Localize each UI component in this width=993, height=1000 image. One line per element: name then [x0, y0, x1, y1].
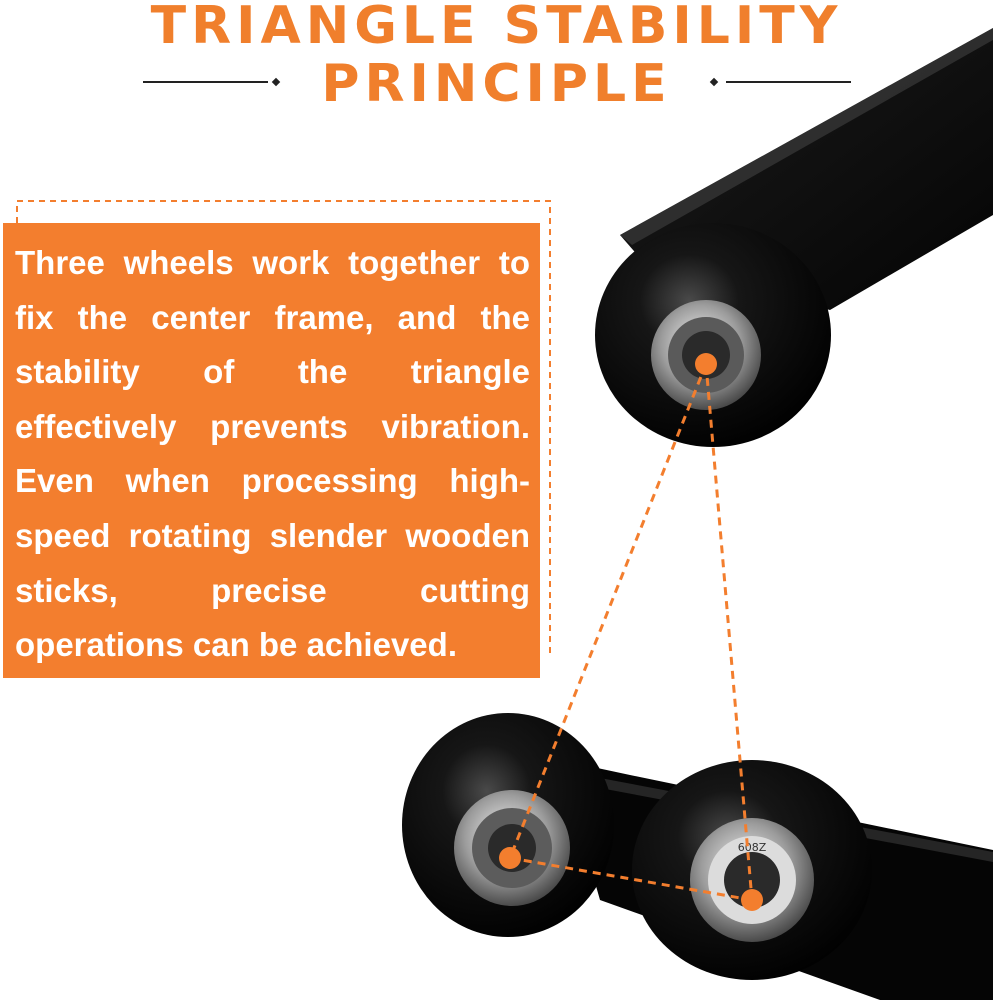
- title-rule-right: [726, 81, 851, 83]
- wheel-bottom-left: [402, 713, 614, 937]
- wheel-top: [595, 223, 831, 447]
- center-dot-top: [695, 353, 717, 375]
- center-dot-bottom-right: [741, 889, 763, 911]
- title-rule-left: [143, 81, 268, 83]
- title-line-1: TRIANGLE STABILITY: [150, 0, 843, 56]
- center-dot-bottom-left: [499, 847, 521, 869]
- bearing-marking: 608Z: [738, 841, 767, 854]
- title-line-2: PRINCIPLE: [321, 54, 672, 114]
- description-text: Three wheels work together to fix the ce…: [15, 244, 530, 664]
- triangle-lines: [508, 363, 754, 902]
- panel-dashed-frame: [16, 200, 551, 655]
- wheel-bottom-right: 608Z: [632, 760, 872, 980]
- description-panel: Three wheels work together to fix the ce…: [3, 223, 540, 678]
